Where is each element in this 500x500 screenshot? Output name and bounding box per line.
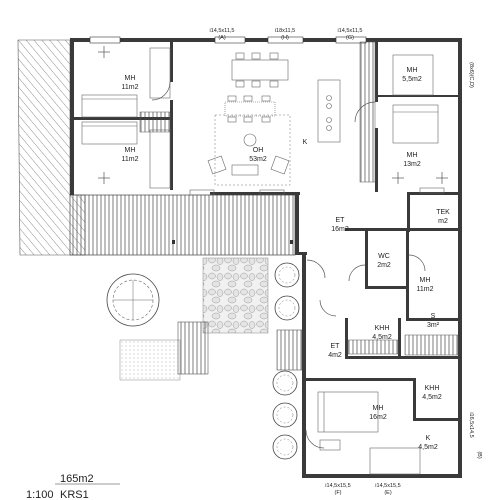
window-a-tag: (A)	[218, 35, 226, 41]
bed-east	[392, 54, 439, 144]
room-wc-area: 2m2	[377, 262, 391, 269]
tree-symbol	[106, 273, 160, 327]
dining-table-mid	[224, 95, 276, 123]
room-oh-name: OH	[253, 147, 264, 154]
room-mh-ne-area: 5,5m2	[402, 76, 422, 83]
north-windows	[89, 36, 367, 44]
sauna-bench	[347, 334, 459, 356]
room-mh-mid-name: MH	[420, 277, 431, 284]
room-et-lower-name: ET	[331, 343, 341, 350]
room-k-main-name: K	[303, 139, 308, 146]
room-tek-name: TEK	[436, 209, 450, 216]
room-s-area: 3m²	[427, 322, 440, 329]
window-a-size: i14,5x11,5	[210, 28, 235, 34]
room-k-small-area: 4,5m2	[418, 444, 438, 451]
exterior-walls	[70, 38, 462, 478]
window-labels: i14,5x11,5 (A) i18x11,5 (H) i14,5x11,5 (…	[210, 28, 482, 496]
room-khh-2-name: KHH	[425, 385, 440, 392]
room-oh-area: 53m2	[249, 156, 267, 163]
room-tek-area: m2	[438, 218, 448, 225]
window-g-tag: (G)	[346, 35, 354, 41]
window-h-tag: (H)	[281, 35, 289, 41]
room-mh-w-area: 11m2	[122, 156, 139, 163]
room-mh-nw-name: MH	[125, 75, 136, 82]
bed-south	[317, 391, 379, 433]
scale: 1:100	[26, 489, 54, 500]
room-s-name: S	[431, 313, 436, 320]
shrub-row-upper	[274, 262, 300, 321]
room-mh-e-area: 13m2	[403, 161, 421, 168]
dining-table-top	[231, 52, 289, 88]
room-khh-2-area: 4,5m2	[422, 394, 442, 401]
interior-walls	[74, 42, 458, 421]
sofa-group	[207, 114, 291, 186]
door-swings	[151, 81, 426, 449]
room-labels: MH 11m2 MH 11m2 OH 53m2 K MH 5,5m2 MH 13…	[122, 67, 451, 451]
desk-cross-icons	[98, 46, 448, 184]
room-wc-name: WC	[378, 253, 390, 260]
room-mh-s-name: MH	[373, 405, 384, 412]
room-et-upper-area: 16m2	[331, 226, 349, 233]
room-mh-w-name: MH	[125, 147, 136, 154]
kitchenette-counter	[319, 439, 421, 475]
room-mh-mid-area: 11m2	[417, 286, 434, 293]
window-b-tag: (B)	[476, 451, 482, 459]
room-mh-nw-area: 11m2	[122, 84, 139, 91]
window-b-size: i16,5x14,5	[468, 412, 474, 437]
room-mh-ne-name: MH	[407, 67, 418, 74]
room-et-upper-name: ET	[336, 217, 346, 224]
window-f-tag: (F)	[334, 490, 341, 496]
window-cd-tag: (8x6)(C,D)	[468, 62, 474, 88]
pebble-garden	[119, 257, 269, 381]
room-mh-s-area: 16m2	[369, 414, 387, 421]
window-g-size: i14,5x11,5	[338, 28, 363, 34]
total-area: 165m2	[60, 473, 94, 485]
window-e-tag: (E)	[384, 490, 392, 496]
shrub-row-lower	[272, 370, 298, 460]
window-frames-south	[189, 187, 445, 196]
room-k-small-name: K	[426, 435, 431, 442]
room-khh-1-name: KHH	[375, 325, 390, 332]
window-f-size: i14,5x15,5	[325, 483, 350, 489]
window-e-size: i14,5x15,5	[375, 483, 400, 489]
terrace-deck	[69, 194, 296, 256]
room-khh-1-area: 4,5m2	[372, 334, 392, 341]
drawing-id: KRS1	[60, 489, 89, 500]
room-mh-e-name: MH	[407, 152, 418, 159]
kitchen-island	[317, 79, 341, 143]
window-h-size: i18x11,5	[275, 28, 295, 34]
bed-nw	[81, 94, 171, 145]
entrance-steps	[177, 321, 303, 375]
room-et-lower-area: 4m2	[328, 352, 342, 359]
title-block: 165m2 1:100 KRS1	[26, 473, 120, 500]
kitchen-counter	[359, 41, 376, 183]
